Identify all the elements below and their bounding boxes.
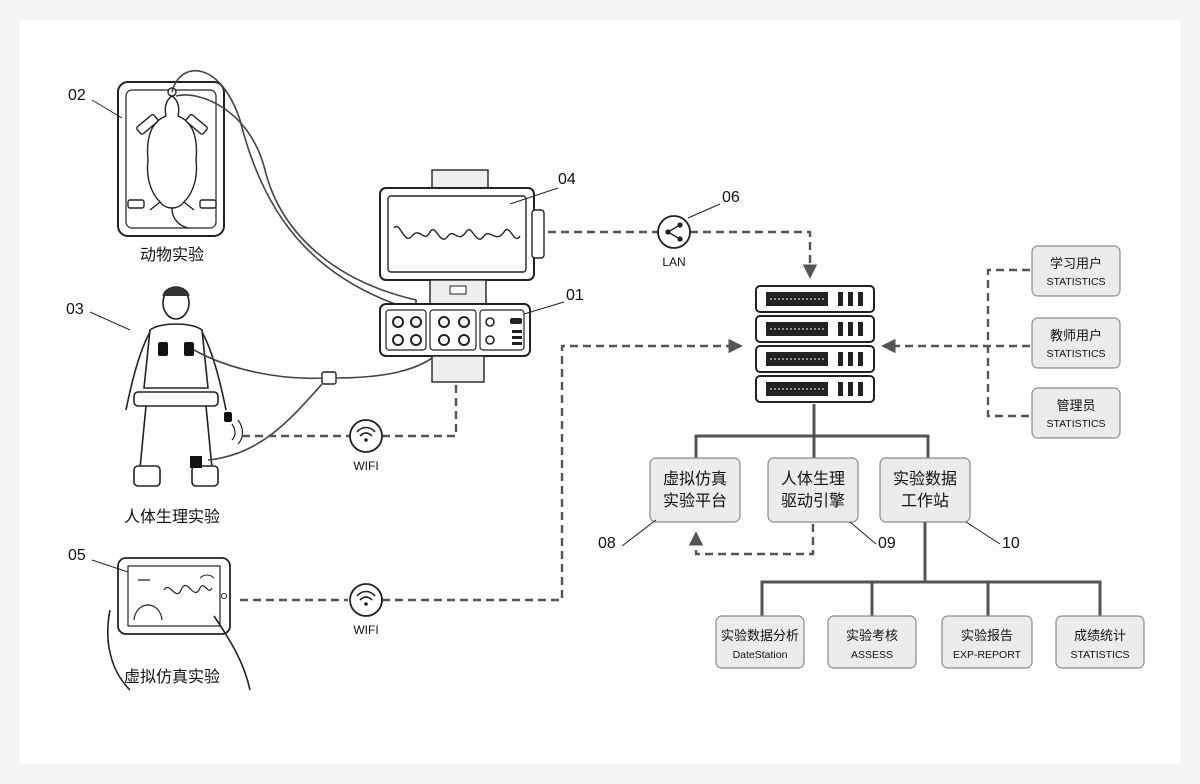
share-icon — [657, 215, 691, 249]
svg-text:实验数据: 实验数据 — [893, 469, 957, 488]
svg-text:ASSESS: ASSESS — [851, 649, 893, 661]
wifi-link-human — [242, 362, 456, 438]
wifi-link-tablet — [240, 346, 740, 602]
wifi-label-tablet: WIFI — [353, 623, 378, 637]
svg-text:STATISTICS: STATISTICS — [1046, 276, 1105, 288]
module-data-analysis: 实验数据分析 DateStation — [715, 615, 805, 669]
tablet-device — [107, 557, 251, 691]
box-number: 01 — [566, 287, 584, 304]
platform-number-10: 10 — [1002, 535, 1020, 552]
svg-text:工作站: 工作站 — [901, 491, 949, 510]
svg-text:实验平台: 实验平台 — [663, 491, 727, 510]
animal-caption: 动物实验 — [140, 245, 204, 264]
user-box-admin: 管理员 STATISTICS — [1031, 387, 1121, 439]
human-experiment — [125, 286, 232, 487]
engine-feedback-link — [688, 524, 815, 556]
platform-virtual: 虚拟仿真 实验平台 — [649, 457, 741, 523]
human-caption: 人体生理实验 — [124, 507, 220, 526]
svg-text:实验数据分析: 实验数据分析 — [721, 628, 799, 644]
svg-text:成绩统计: 成绩统计 — [1074, 629, 1126, 644]
user-box-learner: 学习用户 STATISTICS — [1031, 245, 1121, 297]
svg-text:管理员: 管理员 — [1056, 399, 1095, 414]
platform-workstation: 实验数据 工作站 — [879, 457, 971, 523]
svg-text:驱动引擎: 驱动引擎 — [781, 491, 845, 510]
module-statistics: 成绩统计 STATISTICS — [1055, 615, 1145, 669]
svg-text:学习用户: 学习用户 — [1050, 256, 1102, 272]
wifi-icon-human — [349, 419, 383, 453]
svg-text:STATISTICS: STATISTICS — [1070, 649, 1129, 661]
svg-text:实验报告: 实验报告 — [961, 628, 1013, 644]
module-tree — [760, 522, 1102, 616]
svg-text:虚拟仿真: 虚拟仿真 — [663, 469, 727, 488]
user-box-teacher: 教师用户 STATISTICS — [1031, 317, 1121, 369]
svg-text:实验考核: 实验考核 — [846, 628, 898, 644]
animal-experiment — [117, 81, 225, 237]
wifi-icon-tablet — [349, 583, 383, 617]
svg-text:人体生理: 人体生理 — [781, 469, 845, 488]
lan-label: LAN — [662, 255, 685, 269]
svg-text:EXP-REPORT: EXP-REPORT — [953, 649, 1022, 661]
lan-number: 06 — [722, 189, 740, 206]
virtual-number: 05 — [68, 547, 86, 564]
platform-number-09: 09 — [878, 535, 896, 552]
monitor-device — [379, 169, 545, 305]
acquisition-box — [379, 303, 531, 383]
module-assess: 实验考核 ASSESS — [827, 615, 917, 669]
users-link — [884, 268, 1030, 418]
svg-text:STATISTICS: STATISTICS — [1046, 418, 1105, 430]
server-stack — [755, 285, 875, 403]
svg-text:教师用户: 教师用户 — [1050, 328, 1102, 344]
platform-tree — [694, 404, 930, 458]
module-report: 实验报告 EXP-REPORT — [941, 615, 1033, 669]
human-number: 03 — [66, 301, 84, 318]
animal-number: 02 — [68, 87, 86, 104]
wifi-label-human: WIFI — [353, 459, 378, 473]
virtual-caption: 虚拟仿真实验 — [124, 667, 220, 686]
platform-number-08: 08 — [598, 535, 616, 552]
svg-text:DateStation: DateStation — [733, 649, 788, 661]
lan-link — [548, 230, 810, 276]
monitor-number: 04 — [558, 171, 576, 188]
svg-text:STATISTICS: STATISTICS — [1046, 348, 1105, 360]
platform-engine: 人体生理 驱动引擎 — [767, 457, 859, 523]
